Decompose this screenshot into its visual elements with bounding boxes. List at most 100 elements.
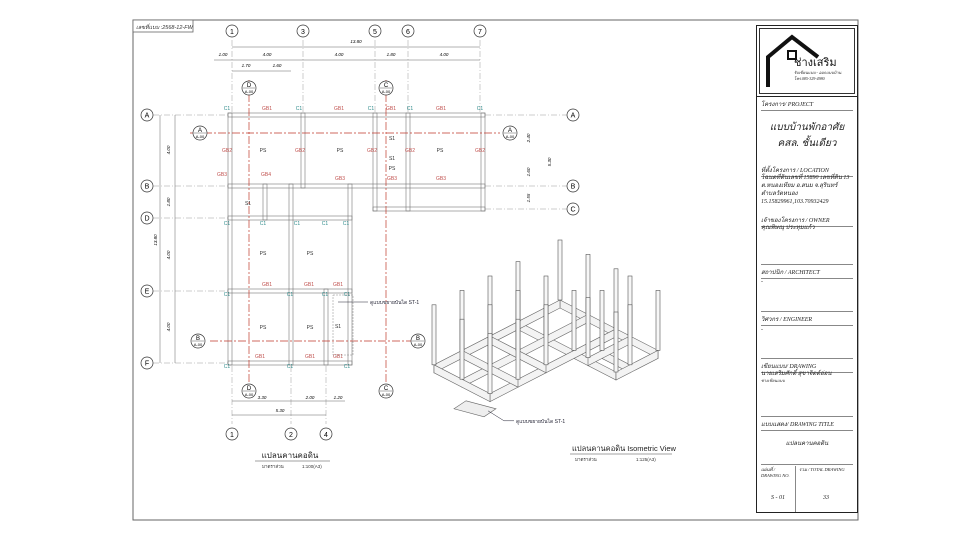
section-letter: A xyxy=(198,128,202,134)
ground-beam xyxy=(300,112,306,189)
plan-label: GB2 xyxy=(405,148,415,154)
plan-label: C1 xyxy=(344,292,351,298)
plan-label: C1 xyxy=(224,221,231,227)
ground-beam xyxy=(262,183,268,221)
plan-label: GB2 xyxy=(295,148,305,154)
drawing-title-label: แบบแสดง/ DRAWING TITLE xyxy=(761,416,853,431)
plan-label: GB1 xyxy=(255,354,265,360)
grid-bubble xyxy=(140,211,154,225)
plan-label: GB3 xyxy=(387,176,397,182)
grid-label: 4 xyxy=(324,432,328,439)
brand-name: ช่างเสริม xyxy=(794,57,837,69)
plan-label: C1 xyxy=(294,221,301,227)
plan-label: C1 xyxy=(322,221,329,227)
iso-column xyxy=(431,304,437,366)
architect-value: - xyxy=(761,279,763,285)
iso-title: แปลนคานคอดิน Isometric View xyxy=(572,444,676,453)
ground-beam xyxy=(372,206,486,212)
iso-column xyxy=(459,318,465,380)
section-letter: D xyxy=(247,386,252,392)
grid-label: 6 xyxy=(406,29,410,36)
plan-label: PS xyxy=(389,166,396,172)
dimension-text: 4.00 xyxy=(166,322,171,331)
engineer-value: - xyxy=(761,327,763,333)
plan-label: C1 xyxy=(296,106,303,112)
grid-label: 1 xyxy=(230,29,234,36)
title-block: ช่างเสริม รับเขียนแบบ - ออกแบบบ้าน โทร.0… xyxy=(756,25,858,513)
dimension-text: 1.60 xyxy=(526,167,531,176)
plan-label: S1 xyxy=(389,136,395,142)
grid-bubble xyxy=(225,427,239,441)
section-ref: A-00 xyxy=(382,89,391,94)
dimension-text: 4.00 xyxy=(166,145,171,154)
plan-label: GB1 xyxy=(386,106,396,112)
grid-bubble xyxy=(225,24,239,38)
grid-label: 7 xyxy=(478,29,482,36)
project-line2: คสล. ชั้นเดียว xyxy=(777,138,837,149)
plan-label: GB1 xyxy=(333,282,343,288)
plan-label: PS xyxy=(307,325,314,331)
section-letter: D xyxy=(247,83,252,89)
plan-label: PS xyxy=(307,251,314,257)
grid-label: D xyxy=(144,216,149,223)
ground-beam xyxy=(480,112,486,212)
iso-scale: 1:125(A3) xyxy=(636,457,656,462)
grid-label: B xyxy=(571,184,576,191)
dimension-text: 4.00 xyxy=(440,52,449,57)
grid-label: A xyxy=(145,113,150,120)
plan-title: แปลนคานคอดิน xyxy=(262,451,319,460)
iso-ground-beam xyxy=(433,364,491,403)
dimension-text: 1.60 xyxy=(273,63,282,68)
location-line: ตำบลวัดหนอง xyxy=(761,191,798,197)
location-line: โฉนดที่ดินเลขที่ 15890 เลขที่ดิน 13 xyxy=(761,175,850,181)
section-ref: A-00 xyxy=(506,134,515,139)
drawing-label: เขียนแบบ/ DRAWING xyxy=(761,358,853,373)
grid-bubble xyxy=(566,202,580,216)
grid-bubble xyxy=(566,179,580,193)
isometric-view: ดูแบบขยายบันได ST-1 xyxy=(431,239,661,425)
architect-label: สถาปนิก / ARCHITECT xyxy=(761,264,853,279)
plan-label: C1 xyxy=(224,364,231,370)
grid-label: B xyxy=(145,184,150,191)
section-ref: A-00 xyxy=(245,89,254,94)
section-letter: A xyxy=(508,128,512,134)
grid-label: F xyxy=(145,361,149,368)
grid-label: 1 xyxy=(230,432,234,439)
location-label: ที่ตั้งโครงการ / LOCATION xyxy=(761,165,853,177)
plan-label: C1 xyxy=(343,221,350,227)
plan-label: GB3 xyxy=(217,172,227,178)
grid-label: E xyxy=(145,289,150,296)
grid-bubble xyxy=(284,427,298,441)
plan-label: GB2 xyxy=(222,148,232,154)
location-line: 15.15829961,103.70932429 xyxy=(761,199,829,205)
dimension-text: 1.20 xyxy=(334,395,343,400)
dimension-text: 4.00 xyxy=(263,52,272,57)
owner-label: เจ้าของโครงการ / OWNER xyxy=(761,215,853,227)
dimension-text: 5.30 xyxy=(276,408,285,413)
plan-scale: 1:100(A3) xyxy=(302,464,322,469)
ground-beam xyxy=(372,112,378,212)
iso-column xyxy=(627,304,633,366)
brand-sub: รับเขียนแบบ - ออกแบบบ้าน xyxy=(794,70,842,75)
iso-column xyxy=(613,311,619,373)
logo-box: ช่างเสริม รับเขียนแบบ - ออกแบบบ้าน โทร.0… xyxy=(759,28,855,94)
dimension-text: 1.55 xyxy=(526,193,531,202)
grid-label: C xyxy=(570,207,575,214)
iso-column xyxy=(557,239,563,301)
plan-label: PS xyxy=(260,325,267,331)
grid-label: 5 xyxy=(373,29,377,36)
section-letter: C xyxy=(384,386,389,392)
iso-stair xyxy=(453,400,497,418)
plan-label: GB3 xyxy=(436,176,446,182)
section-ref: A-00 xyxy=(414,342,423,347)
grid-bubble xyxy=(473,24,487,38)
dimension-text: 13.80 xyxy=(153,234,158,246)
plan-label: S1 xyxy=(389,156,395,162)
engineer-label: วิศวกร / ENGINEER xyxy=(761,311,853,326)
plan-label: PS xyxy=(260,251,267,257)
plan-label: S1 xyxy=(245,201,251,207)
ground-beam xyxy=(227,183,486,189)
plan-label: C1 xyxy=(287,364,294,370)
